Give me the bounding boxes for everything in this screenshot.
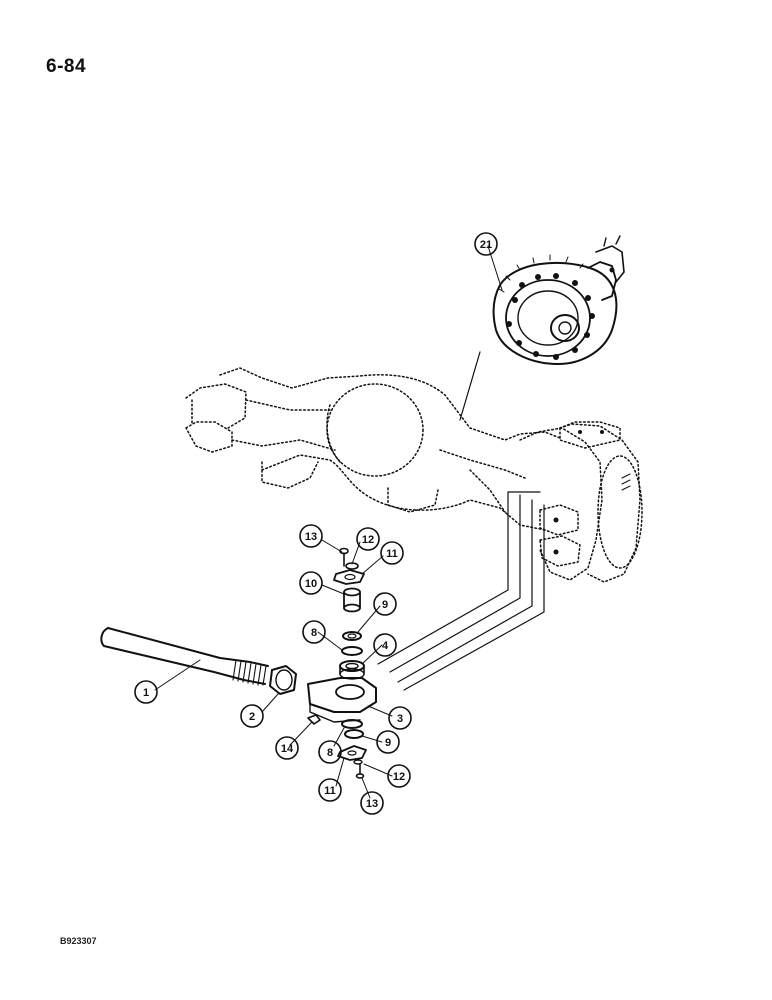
callout-10: 10 bbox=[299, 571, 323, 595]
callout-9-lower: 9 bbox=[376, 730, 400, 754]
callout-label: 11 bbox=[386, 548, 398, 560]
callout-label: 1 bbox=[143, 687, 149, 699]
callout-label: 9 bbox=[382, 599, 388, 611]
callout-8-upper: 8 bbox=[302, 620, 326, 644]
callout-label: 3 bbox=[397, 713, 403, 725]
callout-label: 14 bbox=[281, 743, 294, 755]
callout-21: 21 bbox=[474, 232, 498, 256]
callout-11-upper: 11 bbox=[380, 541, 404, 565]
callout-13-upper: 13 bbox=[299, 524, 323, 548]
callout-label: 13 bbox=[366, 798, 378, 810]
figure-code: B923307 bbox=[60, 936, 97, 946]
callout-12-upper: 12 bbox=[356, 527, 380, 551]
callout-leaders bbox=[154, 245, 503, 799]
callout-label: 8 bbox=[311, 627, 317, 639]
tie-rod-end bbox=[307, 677, 377, 723]
callout-label: 13 bbox=[305, 531, 317, 543]
callout-label: 9 bbox=[385, 737, 391, 749]
callout-12-lower: 12 bbox=[387, 764, 411, 788]
page-number: 6-84 bbox=[46, 56, 87, 77]
callout-label: 21 bbox=[480, 239, 492, 251]
steering-arm-leaders bbox=[377, 491, 545, 691]
upper-joint-stack bbox=[333, 547, 365, 680]
axle-housing-outline bbox=[185, 367, 643, 583]
callout-9-upper: 9 bbox=[373, 592, 397, 616]
jam-nut bbox=[269, 665, 297, 695]
lower-joint-stack bbox=[307, 714, 367, 779]
callout-label: 8 bbox=[327, 747, 333, 759]
callout-1: 1 bbox=[134, 680, 158, 704]
callout-label: 4 bbox=[382, 640, 389, 652]
callout-11-lower: 11 bbox=[318, 778, 342, 802]
callout-label: 12 bbox=[393, 771, 405, 783]
differential-assembly bbox=[492, 235, 625, 366]
callout-4: 4 bbox=[373, 633, 397, 657]
callout-label: 11 bbox=[324, 785, 336, 797]
callout-label: 12 bbox=[362, 534, 374, 546]
callout-label: 2 bbox=[249, 711, 255, 723]
callout-label: 10 bbox=[305, 578, 317, 590]
callout-8-lower: 8 bbox=[318, 740, 342, 764]
callout-3: 3 bbox=[388, 706, 412, 730]
tie-rod bbox=[100, 627, 269, 686]
callout-14: 14 bbox=[275, 736, 299, 760]
callout-2: 2 bbox=[240, 704, 264, 728]
leader-differential bbox=[459, 351, 481, 421]
callout-13-lower: 13 bbox=[360, 791, 384, 815]
